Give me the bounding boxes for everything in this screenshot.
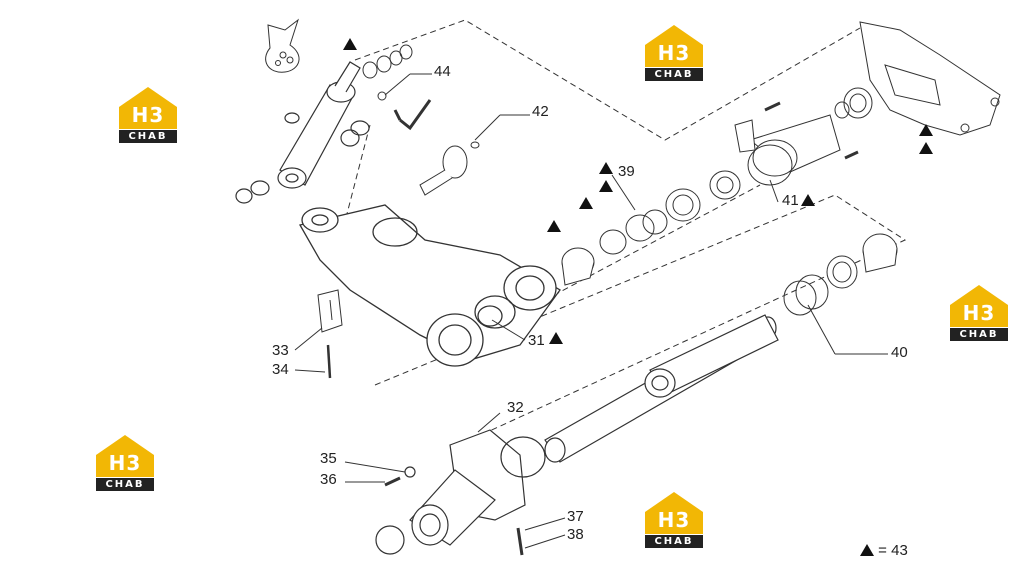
- logo-mark: H3: [657, 41, 691, 65]
- watermark-logo: H3 CHAB: [946, 283, 1012, 345]
- legend: = 43: [860, 542, 908, 559]
- logo-mark: H3: [108, 451, 142, 475]
- frame-bracket: [834, 21, 1001, 136]
- logo-label: CHAB: [645, 535, 703, 548]
- callout-33: 33: [272, 342, 289, 359]
- watermark-logo: H3 CHAB: [92, 433, 158, 495]
- parts-bag: [265, 18, 300, 73]
- shaft-seals: [783, 233, 898, 316]
- logo-mark: H3: [657, 508, 691, 532]
- grease-fitting: [393, 99, 432, 131]
- callout-42: 42: [532, 103, 549, 120]
- logo-mark: H3: [962, 301, 996, 325]
- callout-44: 44: [434, 63, 451, 80]
- callout-36: 36: [320, 471, 337, 488]
- callout-40: 40: [891, 344, 908, 361]
- callout-37: 37: [567, 508, 584, 525]
- dashed-guide-left: [334, 124, 371, 261]
- house-logo-icon: [645, 492, 703, 534]
- wheel-hub: [375, 429, 546, 556]
- callout-32: 32: [507, 399, 524, 416]
- swing-arm: [299, 204, 561, 367]
- logo-label: CHAB: [645, 68, 703, 81]
- dashed-guide-top: [354, 19, 861, 141]
- pivot-pin: [419, 141, 480, 196]
- legend-text: = 43: [878, 542, 908, 559]
- logo-label: CHAB: [950, 328, 1008, 341]
- house-logo-icon: [950, 285, 1008, 327]
- logo-mark: H3: [131, 103, 165, 127]
- house-logo-icon: [119, 87, 177, 129]
- logo-label: CHAB: [119, 130, 177, 143]
- callout-35: 35: [320, 450, 337, 467]
- triangle-icon: [860, 544, 874, 556]
- watermark-logo: H3 CHAB: [115, 85, 181, 147]
- house-logo-icon: [645, 25, 703, 67]
- logo-label: CHAB: [96, 478, 154, 491]
- callout-39: 39: [618, 163, 635, 180]
- leader-lines: [294, 73, 888, 549]
- top-seal-rings: [362, 44, 413, 101]
- drive-shaft: [544, 314, 779, 463]
- callout-31: 31: [528, 332, 545, 349]
- triangle-markers: [343, 38, 933, 344]
- watermark-logo: H3 CHAB: [641, 490, 707, 552]
- callout-41: 41: [782, 192, 799, 209]
- bushing-row: [561, 170, 741, 286]
- dashed-guide-mid: [374, 194, 907, 441]
- bolt-34: [326, 344, 332, 379]
- hydraulic-cylinder: [235, 61, 370, 204]
- callout-34: 34: [272, 361, 289, 378]
- clamp-block: [317, 289, 343, 333]
- house-logo-icon: [96, 435, 154, 477]
- dashed-guide-shaft: [544, 184, 761, 301]
- watermark-logo: H3 CHAB: [641, 23, 707, 85]
- axle-housing: [734, 101, 859, 186]
- callout-38: 38: [567, 526, 584, 543]
